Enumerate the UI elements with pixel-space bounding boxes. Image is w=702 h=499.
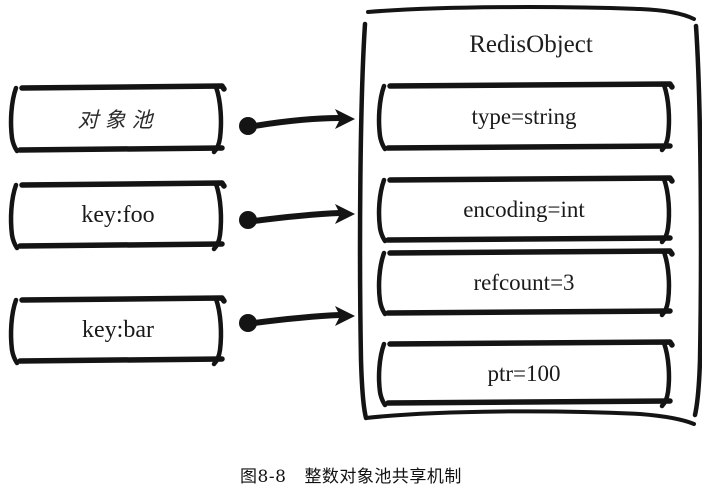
left-node-label-object-pool: 对象池 <box>77 108 159 132</box>
redisobject-title: RedisObject <box>469 31 593 58</box>
figure-caption-text: 整数对象池共享机制 <box>304 467 462 487</box>
field-label-ptr: ptr=100 <box>487 360 561 386</box>
left-node-label-key-bar: key:bar <box>82 316 154 343</box>
arrow-object-pool-to-redisobject <box>239 109 355 135</box>
figure-caption: 图8-8 整数对象池共享机制 <box>0 462 702 487</box>
arrow-key-foo-to-redisobject <box>239 204 355 229</box>
arrow-key-bar-to-redisobject <box>239 306 355 332</box>
field-label-encoding: encoding=int <box>463 197 585 222</box>
left-node-label-key-foo: key:foo <box>81 201 155 228</box>
figure-caption-number: 图8-8 <box>240 467 287 487</box>
field-label-refcount: refcount=3 <box>473 270 575 295</box>
field-label-type: type=string <box>471 104 577 129</box>
